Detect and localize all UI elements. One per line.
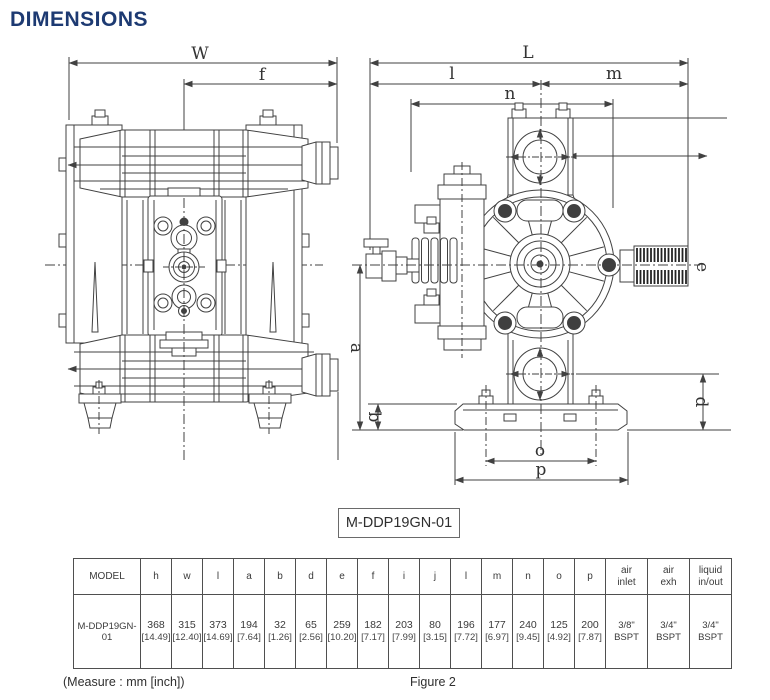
cell-air-exh: 3/4"BSPT bbox=[647, 594, 690, 669]
dim-label-L: L bbox=[522, 43, 533, 63]
dim-label-d: d bbox=[691, 397, 711, 408]
cell-m: 177[6.97] bbox=[481, 594, 513, 669]
cell-l2: 196[7.72] bbox=[450, 594, 482, 669]
muffler bbox=[619, 245, 689, 287]
page-title: DIMENSIONS bbox=[10, 8, 149, 31]
front-top-bolts bbox=[91, 109, 277, 126]
dim-label-b: b bbox=[364, 412, 384, 423]
cell-d: 65[2.56] bbox=[295, 594, 327, 669]
side-view-drawing: L l m n bbox=[346, 43, 731, 485]
cell-j: 80[3.15] bbox=[419, 594, 451, 669]
cell-o: 125[4.92] bbox=[543, 594, 575, 669]
col-header-a: a bbox=[233, 558, 265, 595]
col-header-j: j bbox=[419, 558, 451, 595]
col-header-e: e bbox=[326, 558, 358, 595]
col-header-d: d bbox=[295, 558, 327, 595]
dim-label-l: l bbox=[449, 64, 454, 84]
col-header-f: f bbox=[357, 558, 389, 595]
model-label-box: M-DDP19GN-01 bbox=[338, 508, 460, 538]
col-header-w: w bbox=[171, 558, 203, 595]
col-header-l1: l bbox=[202, 558, 234, 595]
front-feet bbox=[78, 380, 292, 434]
cell-l1: 373[14.69] bbox=[202, 594, 234, 669]
col-header-b: b bbox=[264, 558, 296, 595]
cell-i: 203[7.99] bbox=[388, 594, 420, 669]
col-header-model: MODEL bbox=[73, 558, 141, 595]
cell-b: 32[1.26] bbox=[264, 594, 296, 669]
dim-label-f: f bbox=[259, 65, 267, 85]
front-view-drawing: W f bbox=[45, 44, 339, 462]
cell-p: 200[7.87] bbox=[574, 594, 606, 669]
col-header-m: m bbox=[481, 558, 513, 595]
air-valve-assembly bbox=[363, 162, 487, 358]
cell-w: 315[12.40] bbox=[171, 594, 203, 669]
cell-e: 259[10.20] bbox=[326, 594, 358, 669]
cell-h: 368[14.49] bbox=[140, 594, 172, 669]
col-header-n: n bbox=[512, 558, 544, 595]
measure-note: (Measure : mm [inch]) bbox=[63, 675, 185, 689]
figure-caption: Figure 2 bbox=[410, 675, 456, 689]
dim-label-e: e bbox=[692, 262, 712, 272]
col-header-l2: l bbox=[450, 558, 482, 595]
cell-air-inlet: 3/8"BSPT bbox=[605, 594, 648, 669]
dim-label-n: n bbox=[505, 84, 516, 104]
col-header-o: o bbox=[543, 558, 575, 595]
cell-liquid: 3/4"BSPT bbox=[689, 594, 732, 669]
dim-label-o: o bbox=[535, 441, 545, 461]
cell-a: 194[7.64] bbox=[233, 594, 265, 669]
col-header-p: p bbox=[574, 558, 606, 595]
col-header-h: h bbox=[140, 558, 172, 595]
dim-label-p: p bbox=[536, 460, 547, 480]
model-label-text: M-DDP19GN-01 bbox=[345, 515, 453, 531]
col-header-i: i bbox=[388, 558, 420, 595]
dim-label-m: m bbox=[606, 64, 622, 84]
cell-f: 182[7.17] bbox=[357, 594, 389, 669]
cell-n: 240[9.45] bbox=[512, 594, 544, 669]
technical-drawings: W f bbox=[45, 43, 731, 485]
cell-model: M-DDP19GN-01 bbox=[73, 594, 141, 669]
dim-label-a: a bbox=[346, 343, 366, 353]
dim-label-W: W bbox=[191, 44, 209, 64]
